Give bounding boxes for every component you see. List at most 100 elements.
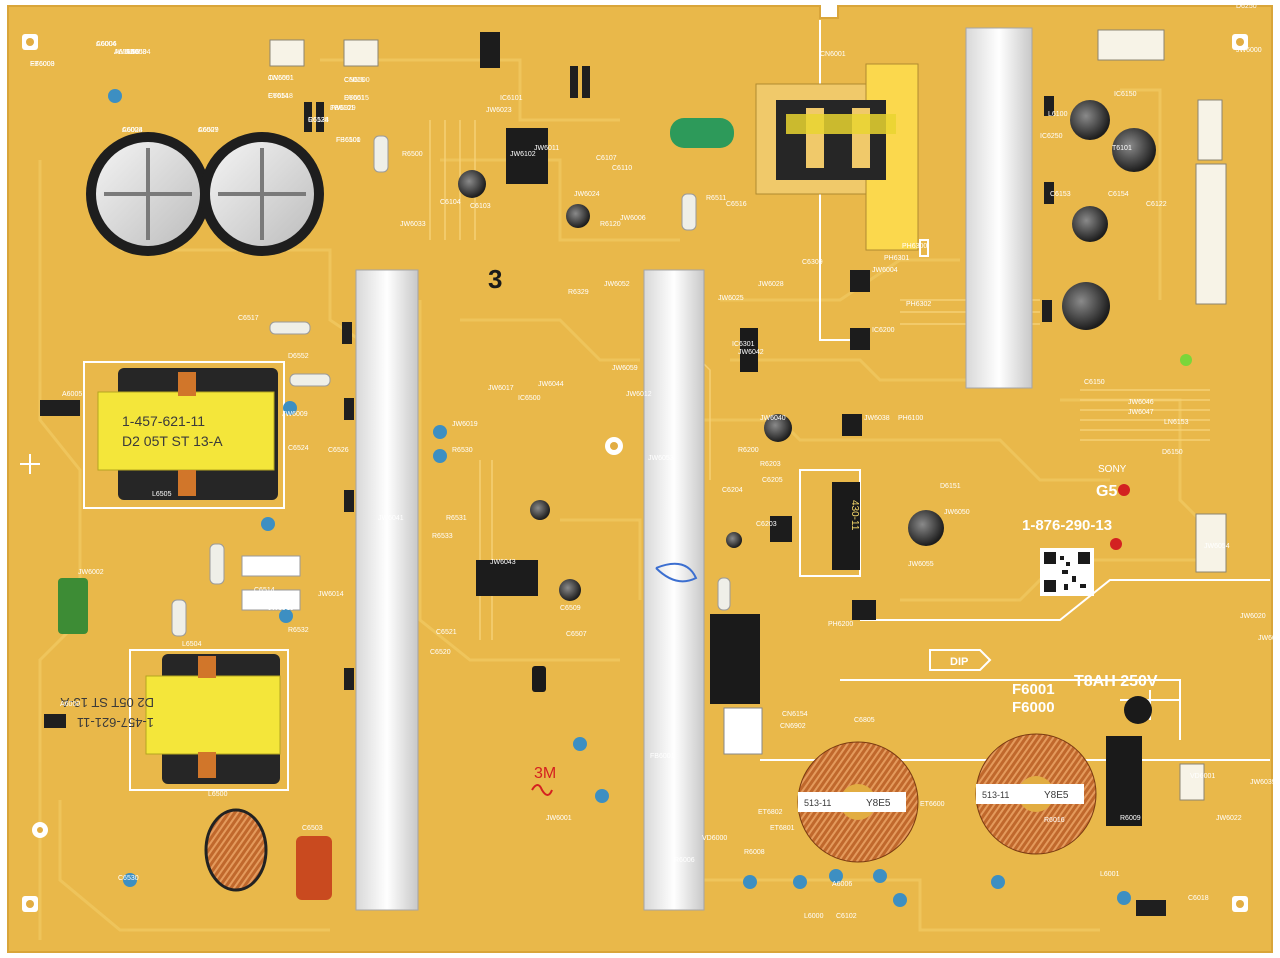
refdes-label: JW6102 [510, 151, 536, 158]
refdes-label: C6154 [1108, 191, 1129, 198]
refdes-label: JW6053 [648, 455, 674, 462]
refdes-label: FB6504 [126, 49, 151, 56]
refdes-label: CN6154 [782, 711, 808, 718]
toroid-inductor [204, 733, 1097, 892]
refdes-label: A6004 [96, 41, 116, 48]
refdes-label: R6009 [1120, 815, 1141, 822]
pcb-outline [7, 5, 1273, 953]
dip-marker: DIP [950, 656, 968, 668]
fuse-label-1: F6001 [1012, 681, 1055, 698]
refdes-label: ET6600 [920, 801, 945, 808]
refdes-label: EY6518 [268, 93, 293, 100]
transformer-label-2-line1: 1-457-621-11 [77, 715, 154, 730]
refdes-label: C6103 [470, 203, 491, 210]
refdes-label: JW6002 [78, 569, 104, 576]
ceramic-capacitor [108, 89, 1131, 907]
refdes-label: R6511 [706, 195, 726, 202]
refdes-label: JW6050 [944, 509, 970, 516]
refdes-label: FB6100 [336, 137, 361, 144]
refdes-label: L6001 [1100, 871, 1120, 878]
refdes-label: D6150 [1162, 449, 1183, 456]
refdes-label: L6505 [152, 491, 172, 498]
refdes-label: JW6011 [534, 145, 559, 152]
refdes-label: JW6028 [758, 281, 784, 288]
refdes-label: JW6000 [1236, 47, 1262, 54]
refdes-label: JW6598 [114, 49, 140, 56]
board-rev-label: G5 [1096, 483, 1117, 500]
jumper-diode [40, 66, 1166, 916]
refdes-label: C6521 [436, 629, 457, 636]
refdes-label: A6005 [62, 391, 82, 398]
refdes-label: R6500 [402, 151, 423, 158]
electrolytic-capacitor-large [86, 132, 324, 256]
refdes-label: R6008 [744, 849, 765, 856]
refdes-label: A6014 [114, 49, 134, 56]
refdes-label: JW6001 [546, 815, 572, 822]
refdes-label: L6500 [208, 791, 228, 798]
refdes-label: JW6055 [908, 561, 934, 568]
refdes-label: A6003 [126, 49, 146, 56]
refdes-label: R6200 [738, 447, 759, 454]
toroid-label-2-right: Y8E5 [1044, 790, 1069, 801]
refdes-label: JW6012 [626, 391, 652, 398]
refdes-label: C6530 [118, 875, 139, 882]
refdes-label: D6151 [940, 483, 961, 490]
refdes-label: JW6013 [268, 605, 294, 612]
refdes-label: C6150 [1084, 379, 1105, 386]
refdes-label: CN6500 [344, 77, 370, 84]
refdes-label: JW6006 [620, 215, 646, 222]
refdes-label: JW6014 [318, 591, 344, 598]
refdes-label: JW6047 [1128, 409, 1154, 416]
refdes-label: VD6001 [1190, 773, 1215, 780]
refdes-label: FB6501 [336, 137, 361, 144]
mounting-hole-markers [22, 34, 1248, 912]
refdes-label: C6309 [802, 259, 823, 266]
refdes-label: L6504 [182, 641, 202, 648]
refdes-label: FB6001 [650, 753, 675, 760]
refdes-label: C6015 [344, 77, 365, 84]
refdes-label: JW6033 [400, 221, 426, 228]
toroid-label-1-left: 513-11 [804, 798, 831, 808]
refdes-label: JW6042 [738, 349, 764, 356]
opto-label: 430-11 [849, 500, 860, 531]
refdes-label: FB6101 [330, 105, 355, 112]
refdes-label: JW6052 [604, 281, 630, 288]
refdes-label: JW6041 [378, 515, 404, 522]
refdes-label: C6524 [288, 445, 309, 452]
refdes-label: R6533 [432, 533, 453, 540]
refdes-label: JW6059 [612, 365, 638, 372]
refdes-label: JW6024 [574, 191, 600, 198]
refdes-label: C6110 [612, 165, 632, 172]
refdes-label: T6101 [1112, 145, 1132, 152]
marker-3: 3 [488, 264, 502, 294]
refdes-label: D6001 [344, 95, 365, 102]
refdes-label: C6102 [836, 913, 857, 920]
refdes-label: C6024 [122, 127, 143, 134]
refdes-label: IC6250 [1040, 133, 1063, 140]
refdes-label: C6529 [198, 127, 219, 134]
refdes-label: JW6019 [452, 421, 478, 428]
refdes-label: C6153 [1050, 191, 1071, 198]
refdes-label: R6531 [446, 515, 467, 522]
refdes-label: JW6054 [1204, 543, 1230, 550]
transformer-label-2-line2: D2 05T ST 13-A [60, 695, 154, 710]
refdes-label: PH6100 [898, 415, 923, 422]
refdes-label: C6517 [238, 315, 259, 322]
refdes-label: ET6003 [30, 61, 55, 68]
refdes-label: JW6040 [760, 415, 786, 422]
marker-3m: 3M [534, 765, 556, 782]
refdes-label: D6552 [288, 353, 309, 360]
refdes-label: JW6009 [282, 411, 308, 418]
transformer-label-1-line2: D2 05T ST 13-A [122, 433, 223, 449]
refdes-label: JW6017 [488, 385, 514, 392]
refdes-label: C6205 [762, 477, 783, 484]
refdes-label: C6805 [854, 717, 875, 724]
refdes-label: C6107 [596, 155, 617, 162]
refdes-label: C6503 [302, 825, 323, 832]
refdes-label: L6000 [804, 913, 824, 920]
red-marker-dots [1110, 484, 1130, 550]
brand-label: SONY [1098, 464, 1127, 475]
refdes-label: C6018 [1188, 895, 1209, 902]
refdes-label: ET6801 [770, 825, 795, 832]
